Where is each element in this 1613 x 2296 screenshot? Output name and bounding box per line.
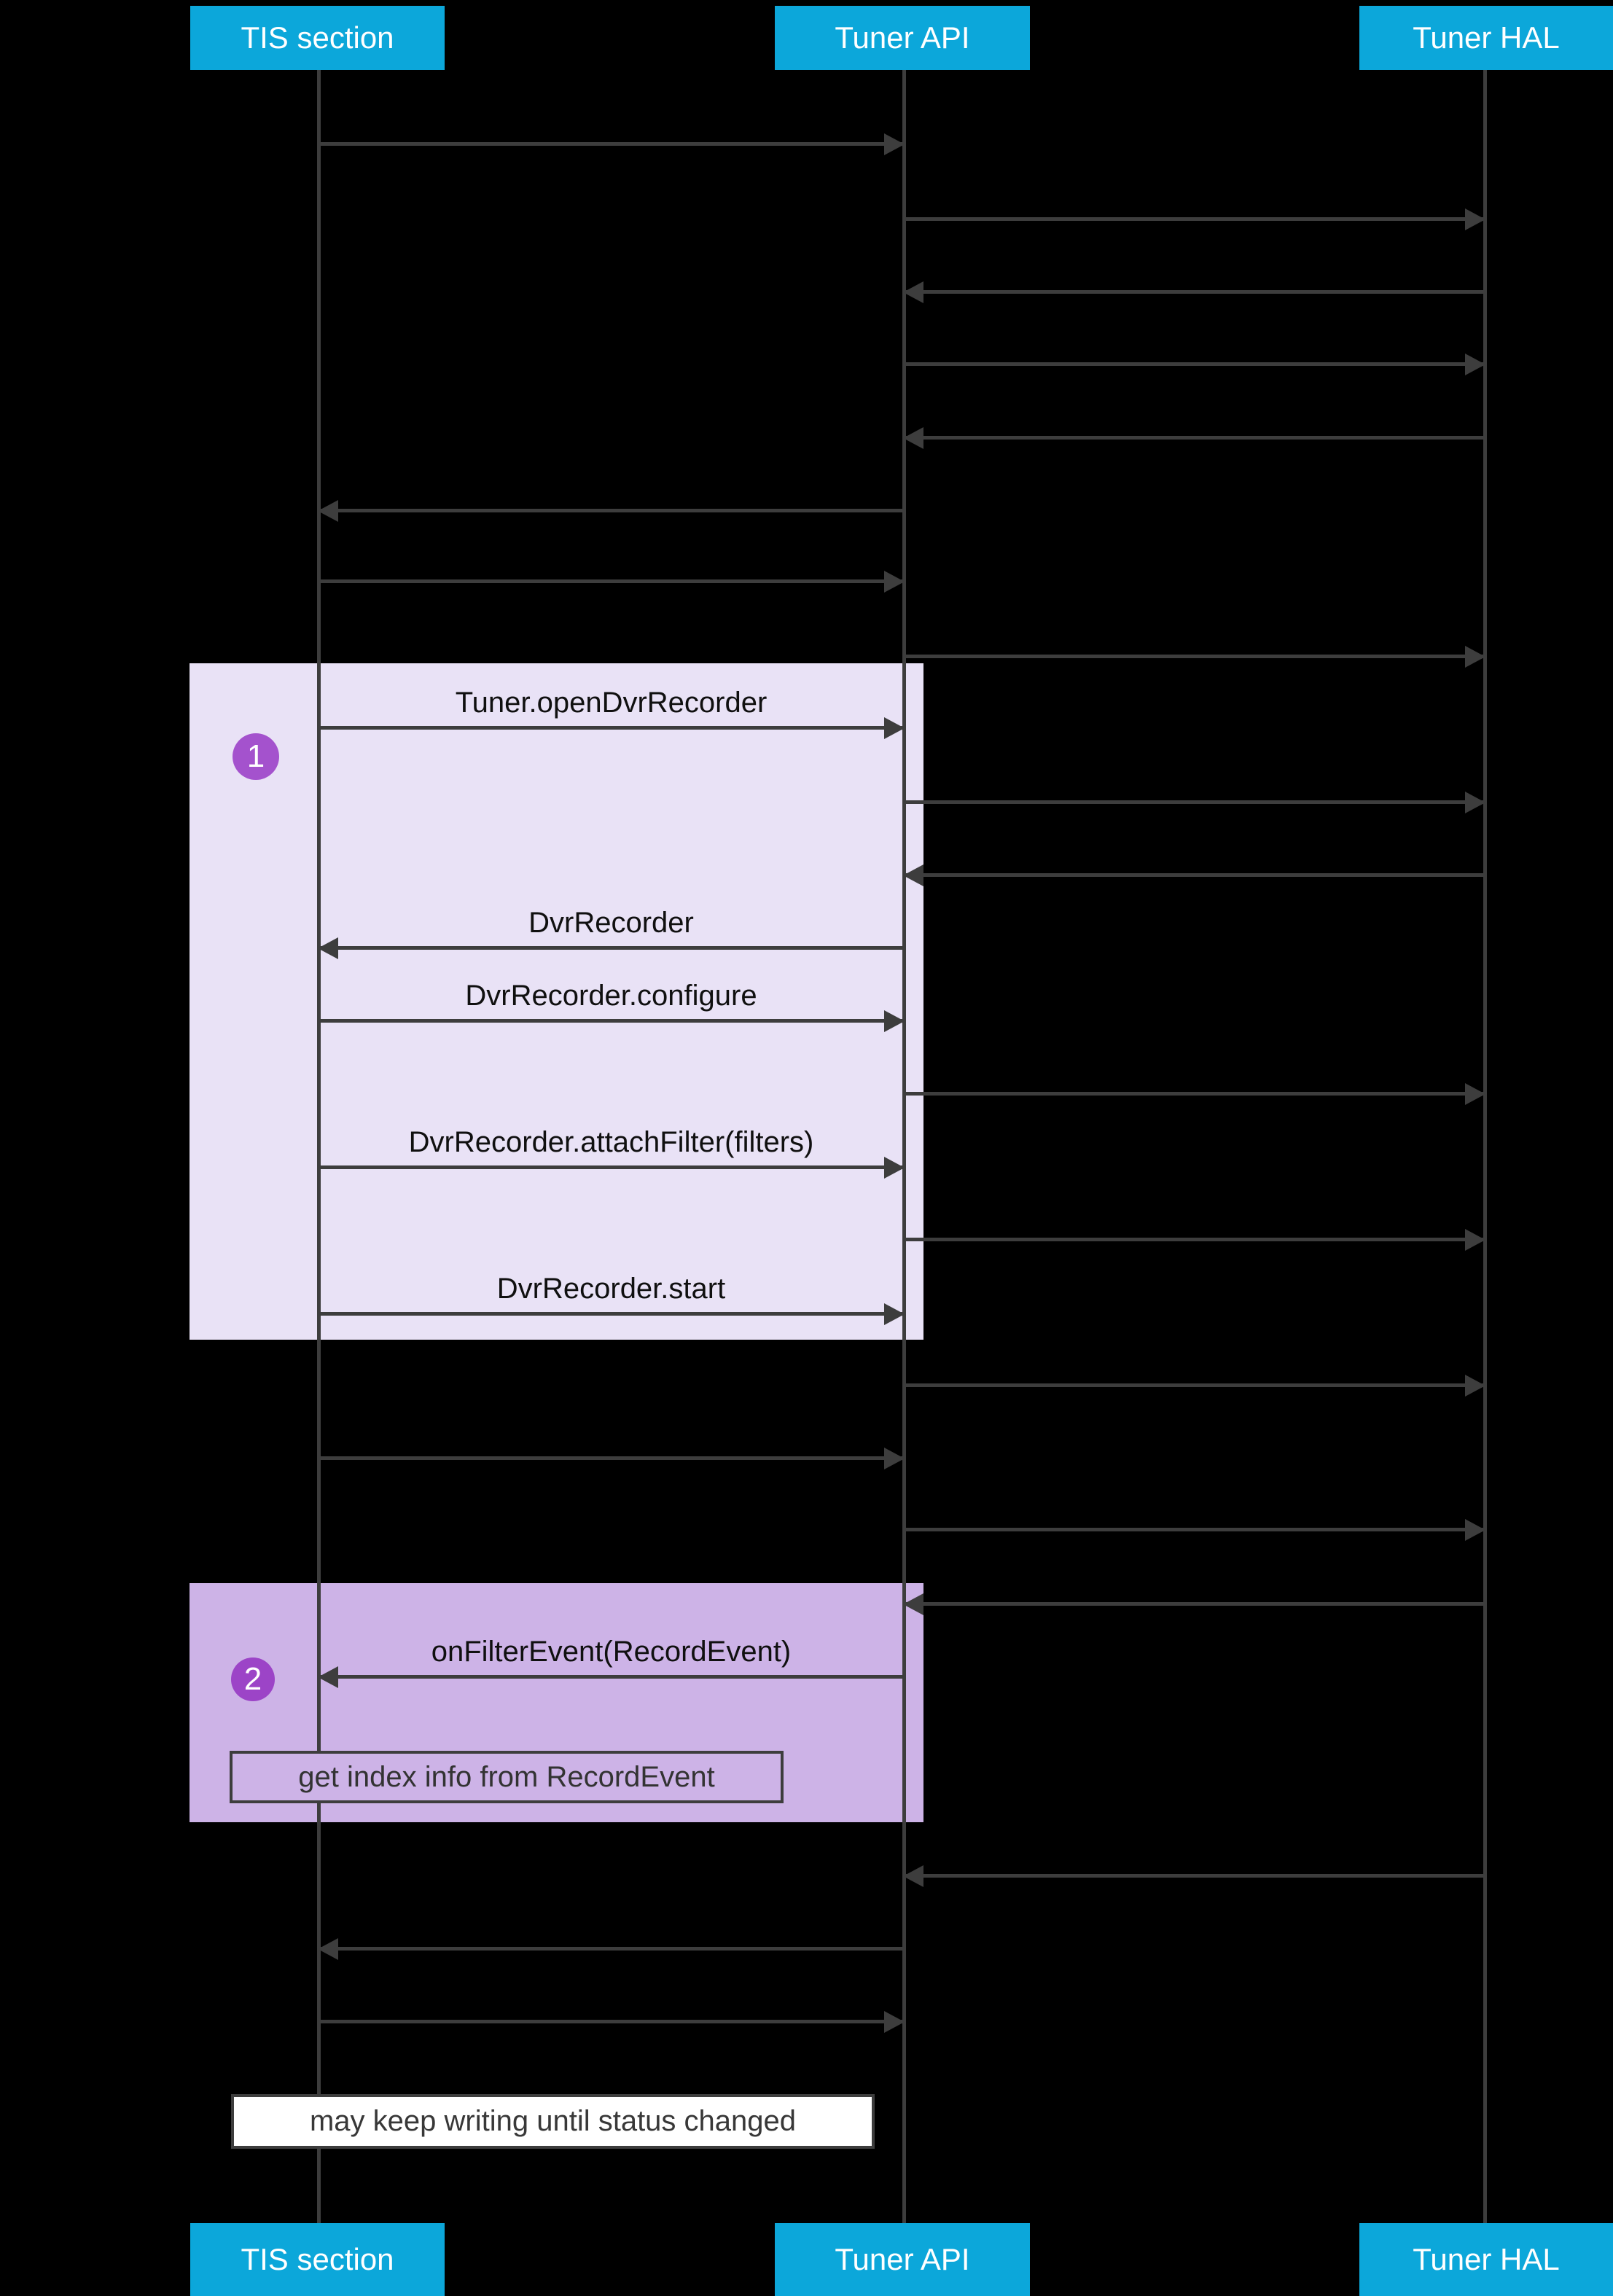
group-1-box [190,663,923,1340]
message-arrow [319,1447,905,1469]
arrowhead-icon [884,570,905,593]
message-arrow [319,1010,905,1032]
arrowhead-icon [318,937,338,959]
step-1-number: 1 [246,738,265,774]
message-label: DvrRecorder.start [496,1273,726,1305]
arrowhead-icon [1465,645,1485,668]
actor-header-tis-section-top: TIS section [190,6,445,70]
arrowhead-icon [1465,1374,1485,1397]
message-arrow [319,716,905,739]
note-get-index-info: get index info from RecordEvent [230,1751,784,1803]
arrowhead-icon [1465,791,1485,813]
arrowhead-icon [1465,208,1485,230]
actor-header-tuner-hal-bottom: Tuner HAL [1359,2223,1613,2296]
message-label: Tuner.openDvrRecorder [455,687,768,719]
note-may-keep-writing: may keep writing until status changed [231,2094,875,2149]
lifeline-tuner-hal [1483,70,1487,2223]
note-text: get index info from RecordEvent [298,1760,715,1793]
arrowhead-icon [903,426,923,449]
message-arrow [318,1937,904,1960]
step-2-badge: 2 [231,1657,275,1701]
message-arrow [903,1864,1485,1887]
arrowhead-icon [903,1593,923,1615]
lifeline-tis-section [317,70,321,2223]
actor-label: Tuner API [835,20,970,55]
message-arrow [319,2010,905,2033]
arrowhead-icon [884,1303,905,1325]
message-arrow [904,353,1485,375]
arrowhead-icon [318,1937,338,1960]
actor-label: TIS section [241,2242,394,2276]
message-arrow [904,208,1485,230]
actor-label: Tuner HAL [1413,2242,1560,2276]
arrowhead-icon [903,864,923,886]
message-arrow [903,864,1485,886]
arrowhead-icon [1465,1082,1485,1105]
actor-label: TIS section [241,20,394,55]
lifeline-tuner-api [902,70,906,2223]
step-1-badge: 1 [233,733,279,780]
message-arrow [903,426,1485,449]
arrowhead-icon [884,2010,905,2033]
arrowhead-icon [884,1010,905,1032]
arrowhead-icon [1465,1518,1485,1541]
arrowhead-icon [318,499,338,522]
actor-header-tuner-hal-top: Tuner HAL [1359,6,1613,70]
message-arrow [319,570,905,593]
message-arrow [903,281,1485,303]
actor-label: Tuner HAL [1413,20,1560,55]
message-arrow [318,937,904,959]
actor-header-tuner-api-bottom: Tuner API [775,2223,1030,2296]
arrowhead-icon [903,281,923,303]
note-text: may keep writing until status changed [309,2105,797,2137]
actor-header-tis-section-bottom: TIS section [190,2223,445,2296]
message-label: DvrRecorder.configure [465,980,757,1012]
message-label: DvrRecorder [528,907,694,939]
message-label: DvrRecorder.attachFilter(filters) [408,1126,814,1158]
message-label: onFilterEvent(RecordEvent) [431,1636,792,1668]
arrowhead-icon [318,1666,338,1688]
message-arrow [319,133,905,155]
message-arrow [319,1303,905,1325]
message-arrow [904,791,1485,813]
arrowhead-icon [884,716,905,739]
actor-header-tuner-api-top: Tuner API [775,6,1030,70]
arrowhead-icon [884,133,905,155]
message-arrow [903,1593,1485,1615]
arrowhead-icon [1465,1228,1485,1251]
message-arrow [904,1518,1485,1541]
arrowhead-icon [884,1156,905,1179]
message-arrow [318,1666,904,1688]
message-arrow [904,645,1485,668]
message-arrow [904,1228,1485,1251]
message-arrow [904,1082,1485,1105]
message-arrow [318,499,904,522]
arrowhead-icon [1465,353,1485,375]
arrowhead-icon [903,1864,923,1887]
message-arrow [319,1156,905,1179]
step-2-number: 2 [243,1661,262,1697]
arrowhead-icon [884,1447,905,1469]
message-arrow [904,1374,1485,1397]
actor-label: Tuner API [835,2242,970,2276]
